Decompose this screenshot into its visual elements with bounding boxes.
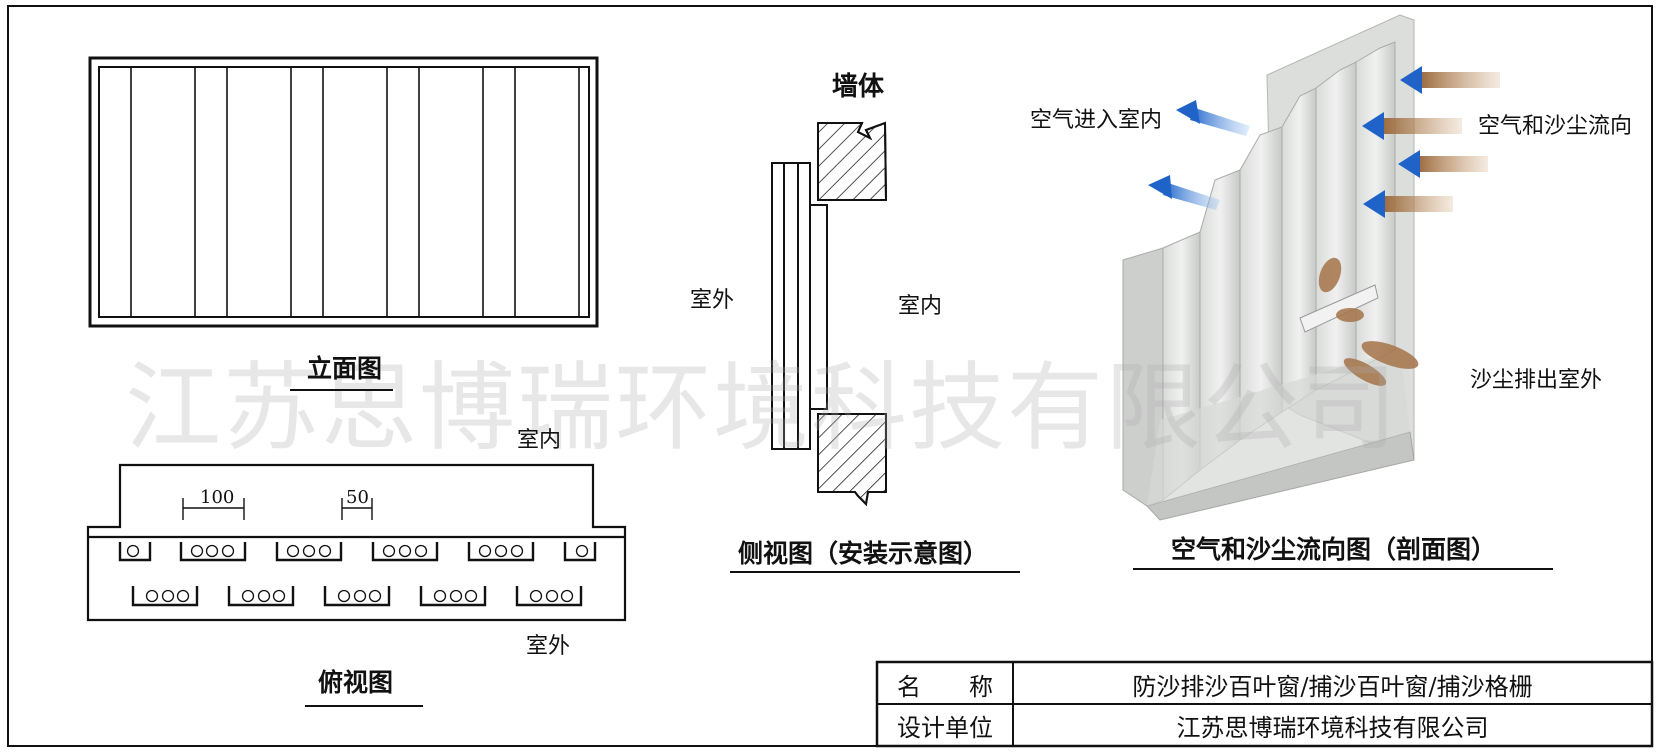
sand-out-label: 沙尘排出室外 <box>1470 368 1603 393</box>
side-view-title-underline <box>730 571 1020 573</box>
plan-title: 俯视图 <box>318 668 394 697</box>
side-indoor-label: 室内 <box>898 294 943 319</box>
flow-arrows-in <box>1362 66 1500 218</box>
sheet-border <box>7 5 1653 747</box>
elevation-title: 立面图 <box>307 354 383 383</box>
flow-arrows-out <box>1148 100 1250 210</box>
dimension-100: 100 <box>200 487 235 508</box>
title-block <box>875 660 1654 748</box>
air-sand-flow-label: 空气和沙尘流向 <box>1478 114 1633 139</box>
plan-outdoor-label: 室外 <box>526 634 571 659</box>
wall-label: 墙体 <box>832 72 885 102</box>
name-field-label: 名 称 <box>897 672 993 701</box>
elevation-view <box>88 56 599 328</box>
section-title-underline <box>1133 568 1553 570</box>
dimension-50: 50 <box>346 487 369 508</box>
air-in-label: 空气进入室内 <box>1030 108 1163 133</box>
name-field-value: 防沙排沙百叶窗/捕沙百叶窗/捕沙格栅 <box>1132 672 1533 701</box>
unit-field-label: 设计单位 <box>897 713 993 742</box>
side-view <box>771 121 888 507</box>
unit-field-value: 江苏思博瑞环境科技有限公司 <box>1176 713 1489 742</box>
plan-view <box>86 463 627 622</box>
watermark: 江苏思博瑞环境科技有限公司 <box>125 352 1399 464</box>
side-view-title: 侧视图（安装示意图） <box>738 539 989 568</box>
plan-title-underline <box>305 705 423 707</box>
plan-indoor-label: 室内 <box>517 428 562 453</box>
elevation-title-underline <box>290 389 393 391</box>
section-illustration <box>1122 14 1419 521</box>
side-outdoor-label: 室外 <box>690 288 735 313</box>
section-title: 空气和沙尘流向图（剖面图） <box>1171 535 1497 564</box>
